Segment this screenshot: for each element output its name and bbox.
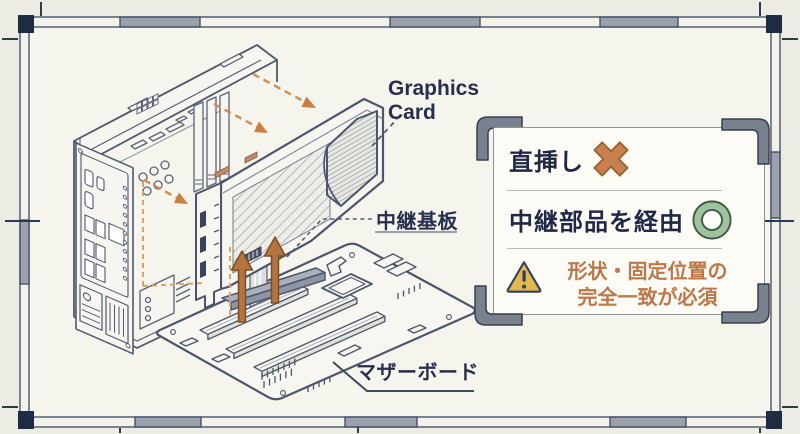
callout-divider	[507, 248, 722, 249]
direct-insert-label: 直挿し	[509, 148, 584, 176]
rear-io-panel	[75, 142, 134, 355]
callout-bracket-bottom-right-icon	[721, 283, 770, 324]
direct-insert-row: 直挿し	[494, 128, 764, 190]
via-riser-row: 中継部品を経由	[494, 191, 764, 248]
warning-row: 形状・固定位置の 完全一致が必須	[494, 249, 764, 312]
via-riser-label: 中継部品を経由	[509, 209, 684, 236]
graphics-card-drawing	[195, 97, 385, 309]
label-leader-lines	[286, 118, 474, 392]
motherboard-label: マザーボード	[356, 362, 479, 384]
graphics-card-label: Graphics Card	[388, 77, 480, 124]
warning-triangle-icon	[506, 261, 542, 293]
warning-text-line1: 形状・固定位置の	[567, 261, 728, 283]
ring-mark-icon	[692, 199, 732, 240]
riser-board-label: 中継基板	[376, 211, 458, 233]
warning-text: 形状・固定位置の 完全一致が必須	[543, 259, 756, 312]
frame-corners	[18, 15, 782, 429]
callout-bracket-bottom-left-icon	[474, 285, 523, 326]
case-interior-components	[130, 91, 230, 330]
cross-mark-icon	[593, 141, 629, 177]
callout-bracket-top-right-icon	[721, 118, 770, 165]
warning-text-line2: 完全一致が必須	[577, 287, 718, 310]
insertion-arrows	[230, 236, 287, 323]
dashed-guide-arrows	[142, 72, 316, 315]
callout-box: 直挿し 中継部品を経由 形状・固定位置の 完全一致が必須	[493, 127, 765, 315]
motherboard-components	[170, 252, 452, 396]
callout-divider	[507, 190, 722, 191]
